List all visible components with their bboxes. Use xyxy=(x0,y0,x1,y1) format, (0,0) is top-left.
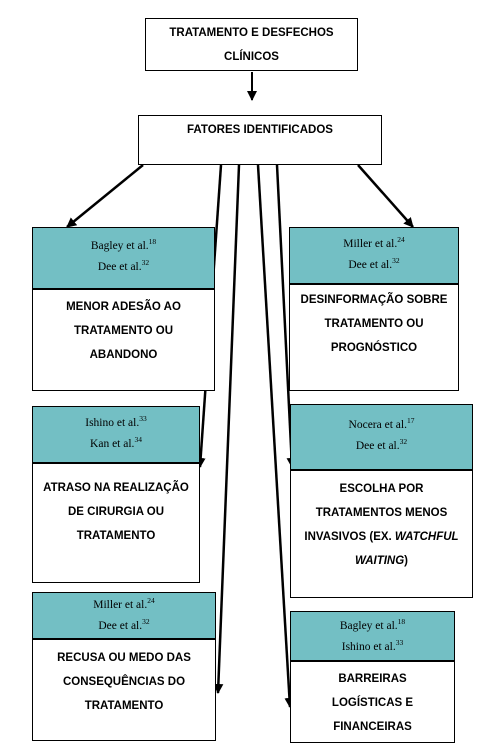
reference: Dee et al.32 xyxy=(348,256,400,271)
factor-text-line: DESINFORMAÇÃO SOBRE xyxy=(300,294,448,306)
factor-text-line: TRATAMENTO OU xyxy=(324,318,424,330)
factor-4-text: ESCOLHA POR TRATAMENTOS MENOS INVASIVOS … xyxy=(290,470,473,598)
arrow-to-factor-2 xyxy=(357,164,414,228)
factor-text-line: WAITING) xyxy=(354,555,409,567)
middle-box-label: FATORES IDENTIFICADOS xyxy=(187,124,333,136)
factor-text-line: CONSEQUÊNCIAS DO xyxy=(62,676,186,688)
factor-text-line: ESCOLHA POR xyxy=(339,483,424,495)
factor-2-text: DESINFORMAÇÃO SOBRE TRATAMENTO OU PROGNÓ… xyxy=(289,284,459,391)
reference: Miller et al.24 xyxy=(93,596,155,611)
arrow-to-factor-6 xyxy=(256,164,295,708)
reference: Miller et al.24 xyxy=(343,235,405,250)
factor-text-line: ATRASO NA REALIZAÇÃO xyxy=(43,482,189,494)
factor-text-line: LOGÍSTICAS E xyxy=(331,697,414,709)
arrow-to-factor-4 xyxy=(275,164,297,468)
factor-text-line: TRATAMENTO xyxy=(76,530,156,542)
reference: Ishino et al.33 xyxy=(85,414,147,429)
factor-text-line: MENOR ADESÃO AO xyxy=(66,301,181,313)
factor-2-refs: Miller et al.24 Dee et al.32 xyxy=(289,227,459,284)
factor-text-line: PROGNÓSTICO xyxy=(330,342,418,354)
reference: Dee et al.32 xyxy=(355,437,408,452)
top-box: TRATAMENTO E DESFECHOS CLÍNICOS xyxy=(145,18,358,71)
factor-5-text: RECUSA OU MEDO DAS CONSEQUÊNCIAS DO TRAT… xyxy=(32,639,216,741)
top-box-line-1: TRATAMENTO E DESFECHOS xyxy=(169,27,334,39)
factor-text-line: INVASIVOS (EX. WATCHFUL xyxy=(304,531,459,543)
arrow-to-factor-1 xyxy=(66,164,144,228)
reference: Kan et al.34 xyxy=(90,435,142,450)
factor-6-text: BARREIRAS LOGÍSTICAS E FINANCEIRAS xyxy=(290,661,455,743)
reference: Dee et al.32 xyxy=(98,617,150,632)
factor-1-text: MENOR ADESÃO AO TRATAMENTO OU ABANDONO xyxy=(32,289,215,391)
arrow-to-factor-5 xyxy=(213,164,241,694)
factor-1-refs: Bagley et al.18 Dee et al.32 xyxy=(32,227,215,289)
factor-3-text: ATRASO NA REALIZAÇÃO DE CIRURGIA OU TRAT… xyxy=(32,463,200,583)
factor-text-line: ABANDONO xyxy=(89,349,158,361)
factor-6-refs: Bagley et al.18 Ishino et al.33 xyxy=(290,611,455,661)
reference: Dee et al.32 xyxy=(97,258,150,273)
top-box-line-2: CLÍNICOS xyxy=(224,51,279,63)
factor-text-line: TRATAMENTOS MENOS xyxy=(315,507,448,519)
factor-text-line: FINANCEIRAS xyxy=(333,721,412,733)
factor-text-line: RECUSA OU MEDO DAS xyxy=(57,652,191,664)
factor-text-line: TRATAMENTO OU xyxy=(73,325,174,337)
reference: Bagley et al.18 xyxy=(339,617,406,632)
factor-text-line: DE CIRURGIA OU xyxy=(67,506,165,518)
factor-4-refs: Nocera et al.17 Dee et al.32 xyxy=(290,404,473,470)
reference: Bagley et al.18 xyxy=(90,237,157,252)
reference: Nocera et al.17 xyxy=(348,416,415,431)
factor-text-line: TRATAMENTO xyxy=(84,700,164,712)
factor-text-line: BARREIRAS xyxy=(338,673,407,685)
factor-5-refs: Miller et al.24 Dee et al.32 xyxy=(32,592,216,639)
factor-3-refs: Ishino et al.33 Kan et al.34 xyxy=(32,406,200,463)
reference: Ishino et al.33 xyxy=(341,638,404,653)
middle-box: FATORES IDENTIFICADOS xyxy=(138,115,382,165)
